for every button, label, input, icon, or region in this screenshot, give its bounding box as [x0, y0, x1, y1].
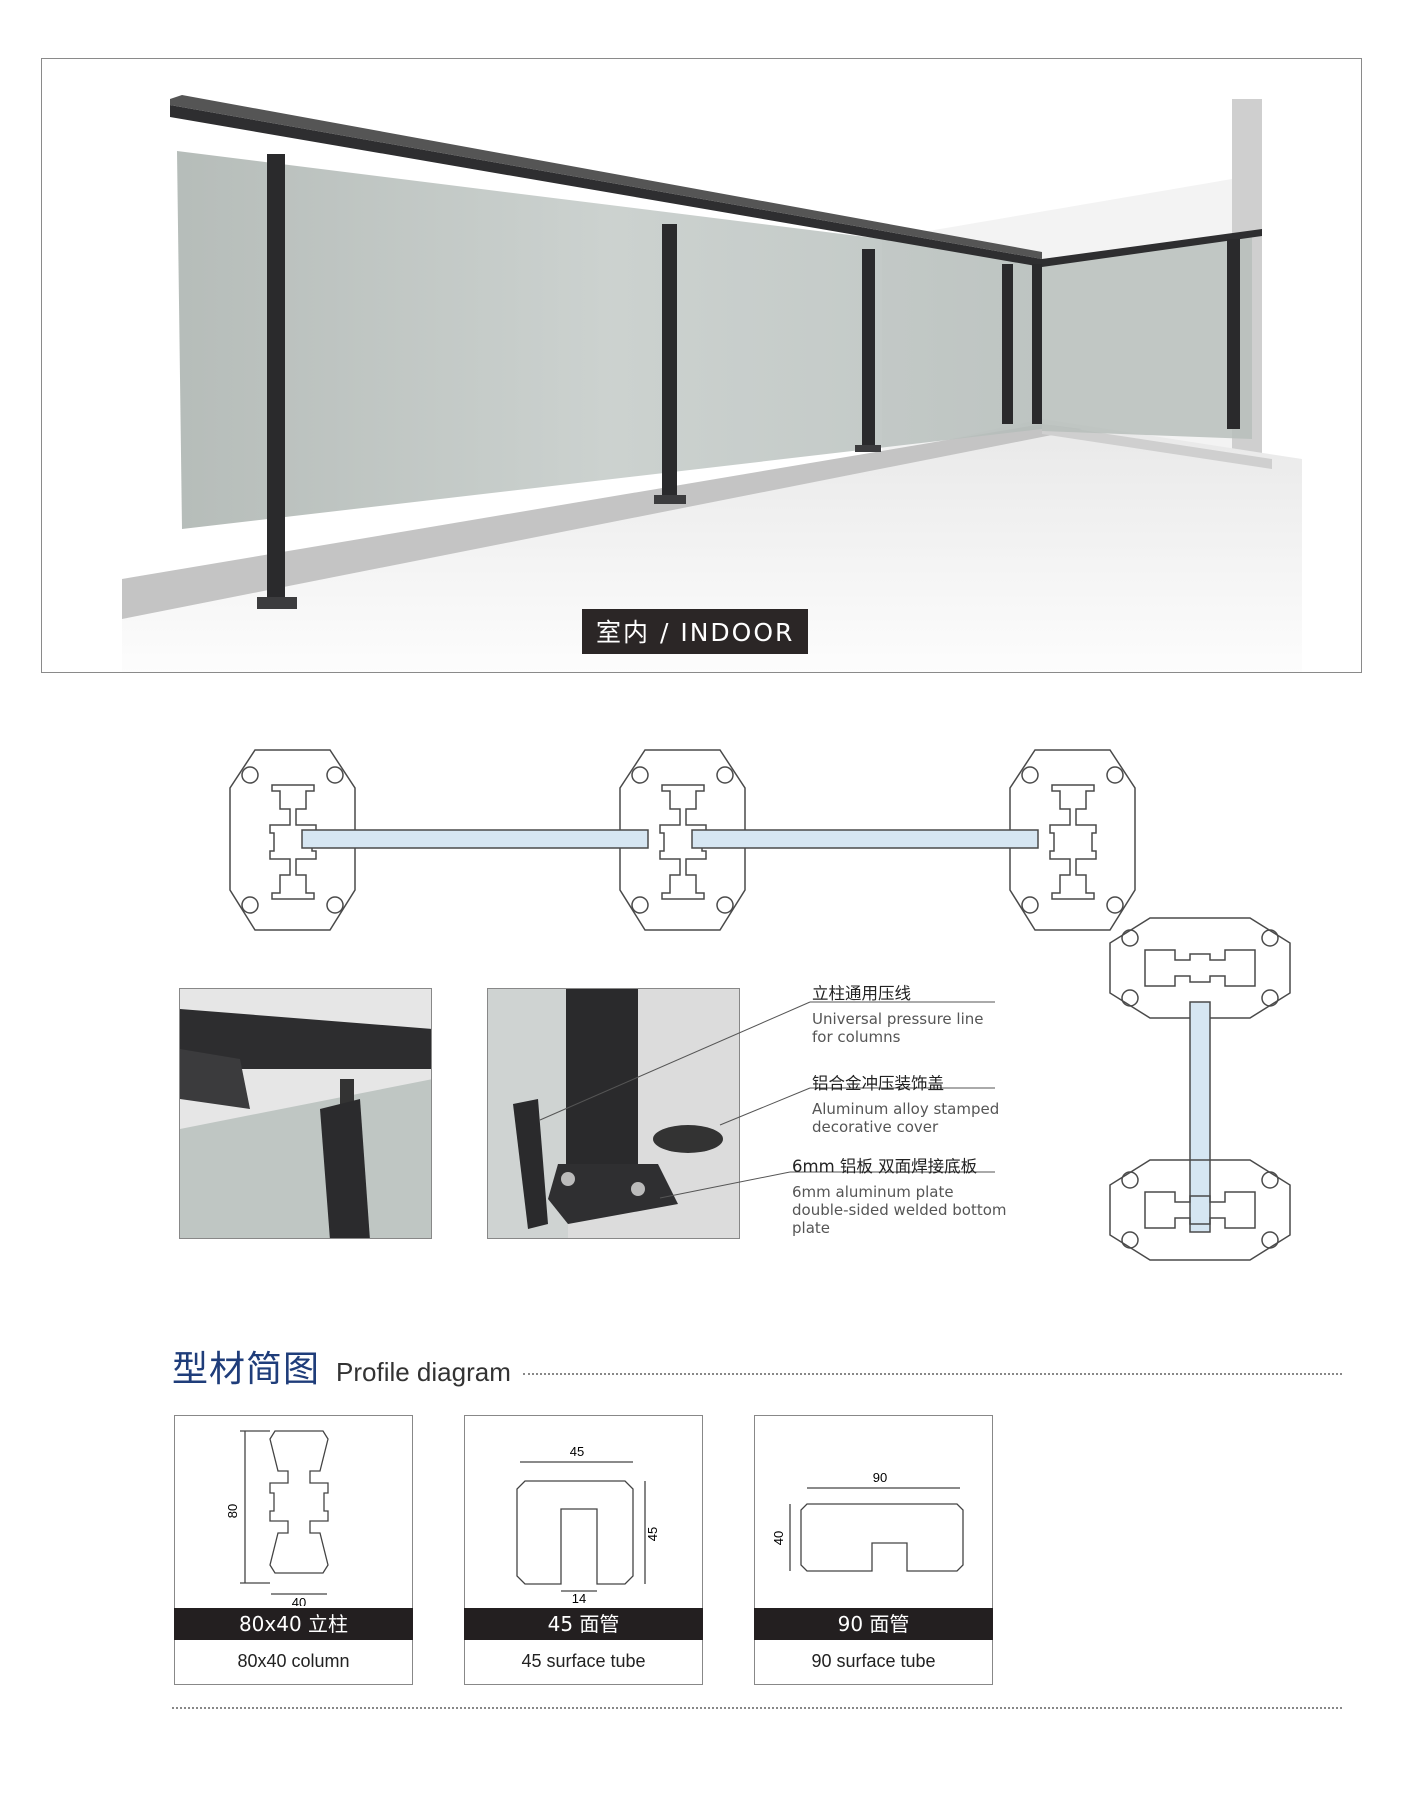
base-plate-top-view	[619, 749, 746, 931]
dim-label: 45	[570, 1444, 584, 1459]
callout-title: 铝合金冲压装饰盖	[812, 1074, 944, 1093]
callout-pressure-line: 立柱通用压线 Universal pressure line for colum…	[812, 980, 1012, 1046]
dim-label: 40	[292, 1595, 306, 1606]
section-title-zh: 型材简图	[172, 1349, 321, 1390]
card-caption-zh: 45 面管	[464, 1608, 703, 1640]
profile-card-80x40-column: 80 40 80x40 立柱 80x40 column	[174, 1415, 413, 1685]
dim-label: 45	[645, 1527, 660, 1541]
callout-desc: plate	[792, 1219, 830, 1237]
callout-desc: double-sided welded bottom	[792, 1201, 1007, 1219]
profile-card-90-surface-tube: 90 40 90 面管 90 surface tube	[754, 1415, 993, 1685]
tube45-profile-drawing: 45 45 14	[516, 1444, 660, 1606]
hero-render-panel: 室内 / INDOOR	[41, 58, 1362, 673]
card-caption-zh: 90 面管	[754, 1608, 993, 1640]
callout-desc: Universal pressure line	[812, 1010, 984, 1028]
dim-label: 14	[572, 1591, 586, 1606]
callout-desc: Aluminum alloy stamped	[812, 1100, 1000, 1118]
profile-section-heading: 型材简图 Profile diagram	[172, 1340, 1342, 1392]
callout-decorative-cover: 铝合金冲压装饰盖 Aluminum alloy stamped decorati…	[812, 1070, 1012, 1136]
rail-connector-detail-photo	[179, 988, 432, 1239]
card-caption-zh: 80x40 立柱	[174, 1608, 413, 1640]
profile-card-45-surface-tube: 45 45 14 45 面管 45 surface tube	[464, 1415, 703, 1685]
callout-desc: decorative cover	[812, 1118, 939, 1136]
card-caption-en: 80x40 column	[237, 1651, 350, 1671]
callout-desc: for columns	[812, 1028, 901, 1046]
dim-label: 80	[225, 1504, 240, 1518]
card-caption-en: 45 surface tube	[521, 1651, 646, 1671]
dim-label: 40	[771, 1531, 786, 1545]
heading-dotted-rule	[522, 1373, 1342, 1375]
callout-leader-lines	[539, 1001, 995, 1199]
post-base-detail-photo	[487, 988, 740, 1239]
callout-desc: 6mm aluminum plate	[792, 1183, 954, 1201]
callout-title: 立柱通用压线	[812, 984, 911, 1003]
indoor-badge: 室内 / INDOOR	[582, 609, 809, 654]
bottom-dotted-rule	[172, 1707, 1342, 1709]
top-view-plan-diagram	[229, 749, 1291, 1261]
base-plate-top-view	[1109, 1159, 1291, 1261]
callout-title: 6mm 铝板 双面焊接底板	[792, 1157, 978, 1176]
callout-bottom-plate: 6mm 铝板 双面焊接底板 6mm aluminum plate double-…	[792, 1153, 1012, 1237]
base-plate-top-view	[1009, 749, 1136, 931]
section-title-en: Profile diagram	[336, 1357, 511, 1387]
railing-render-illustration	[122, 95, 1302, 672]
base-plate-top-view	[1109, 917, 1291, 1019]
tube90-profile-drawing: 90 40	[771, 1470, 964, 1572]
base-plate-top-view	[229, 749, 356, 931]
card-caption-en: 90 surface tube	[811, 1651, 936, 1671]
dim-label: 90	[873, 1470, 887, 1485]
column-profile-drawing: 80 40	[225, 1430, 329, 1606]
